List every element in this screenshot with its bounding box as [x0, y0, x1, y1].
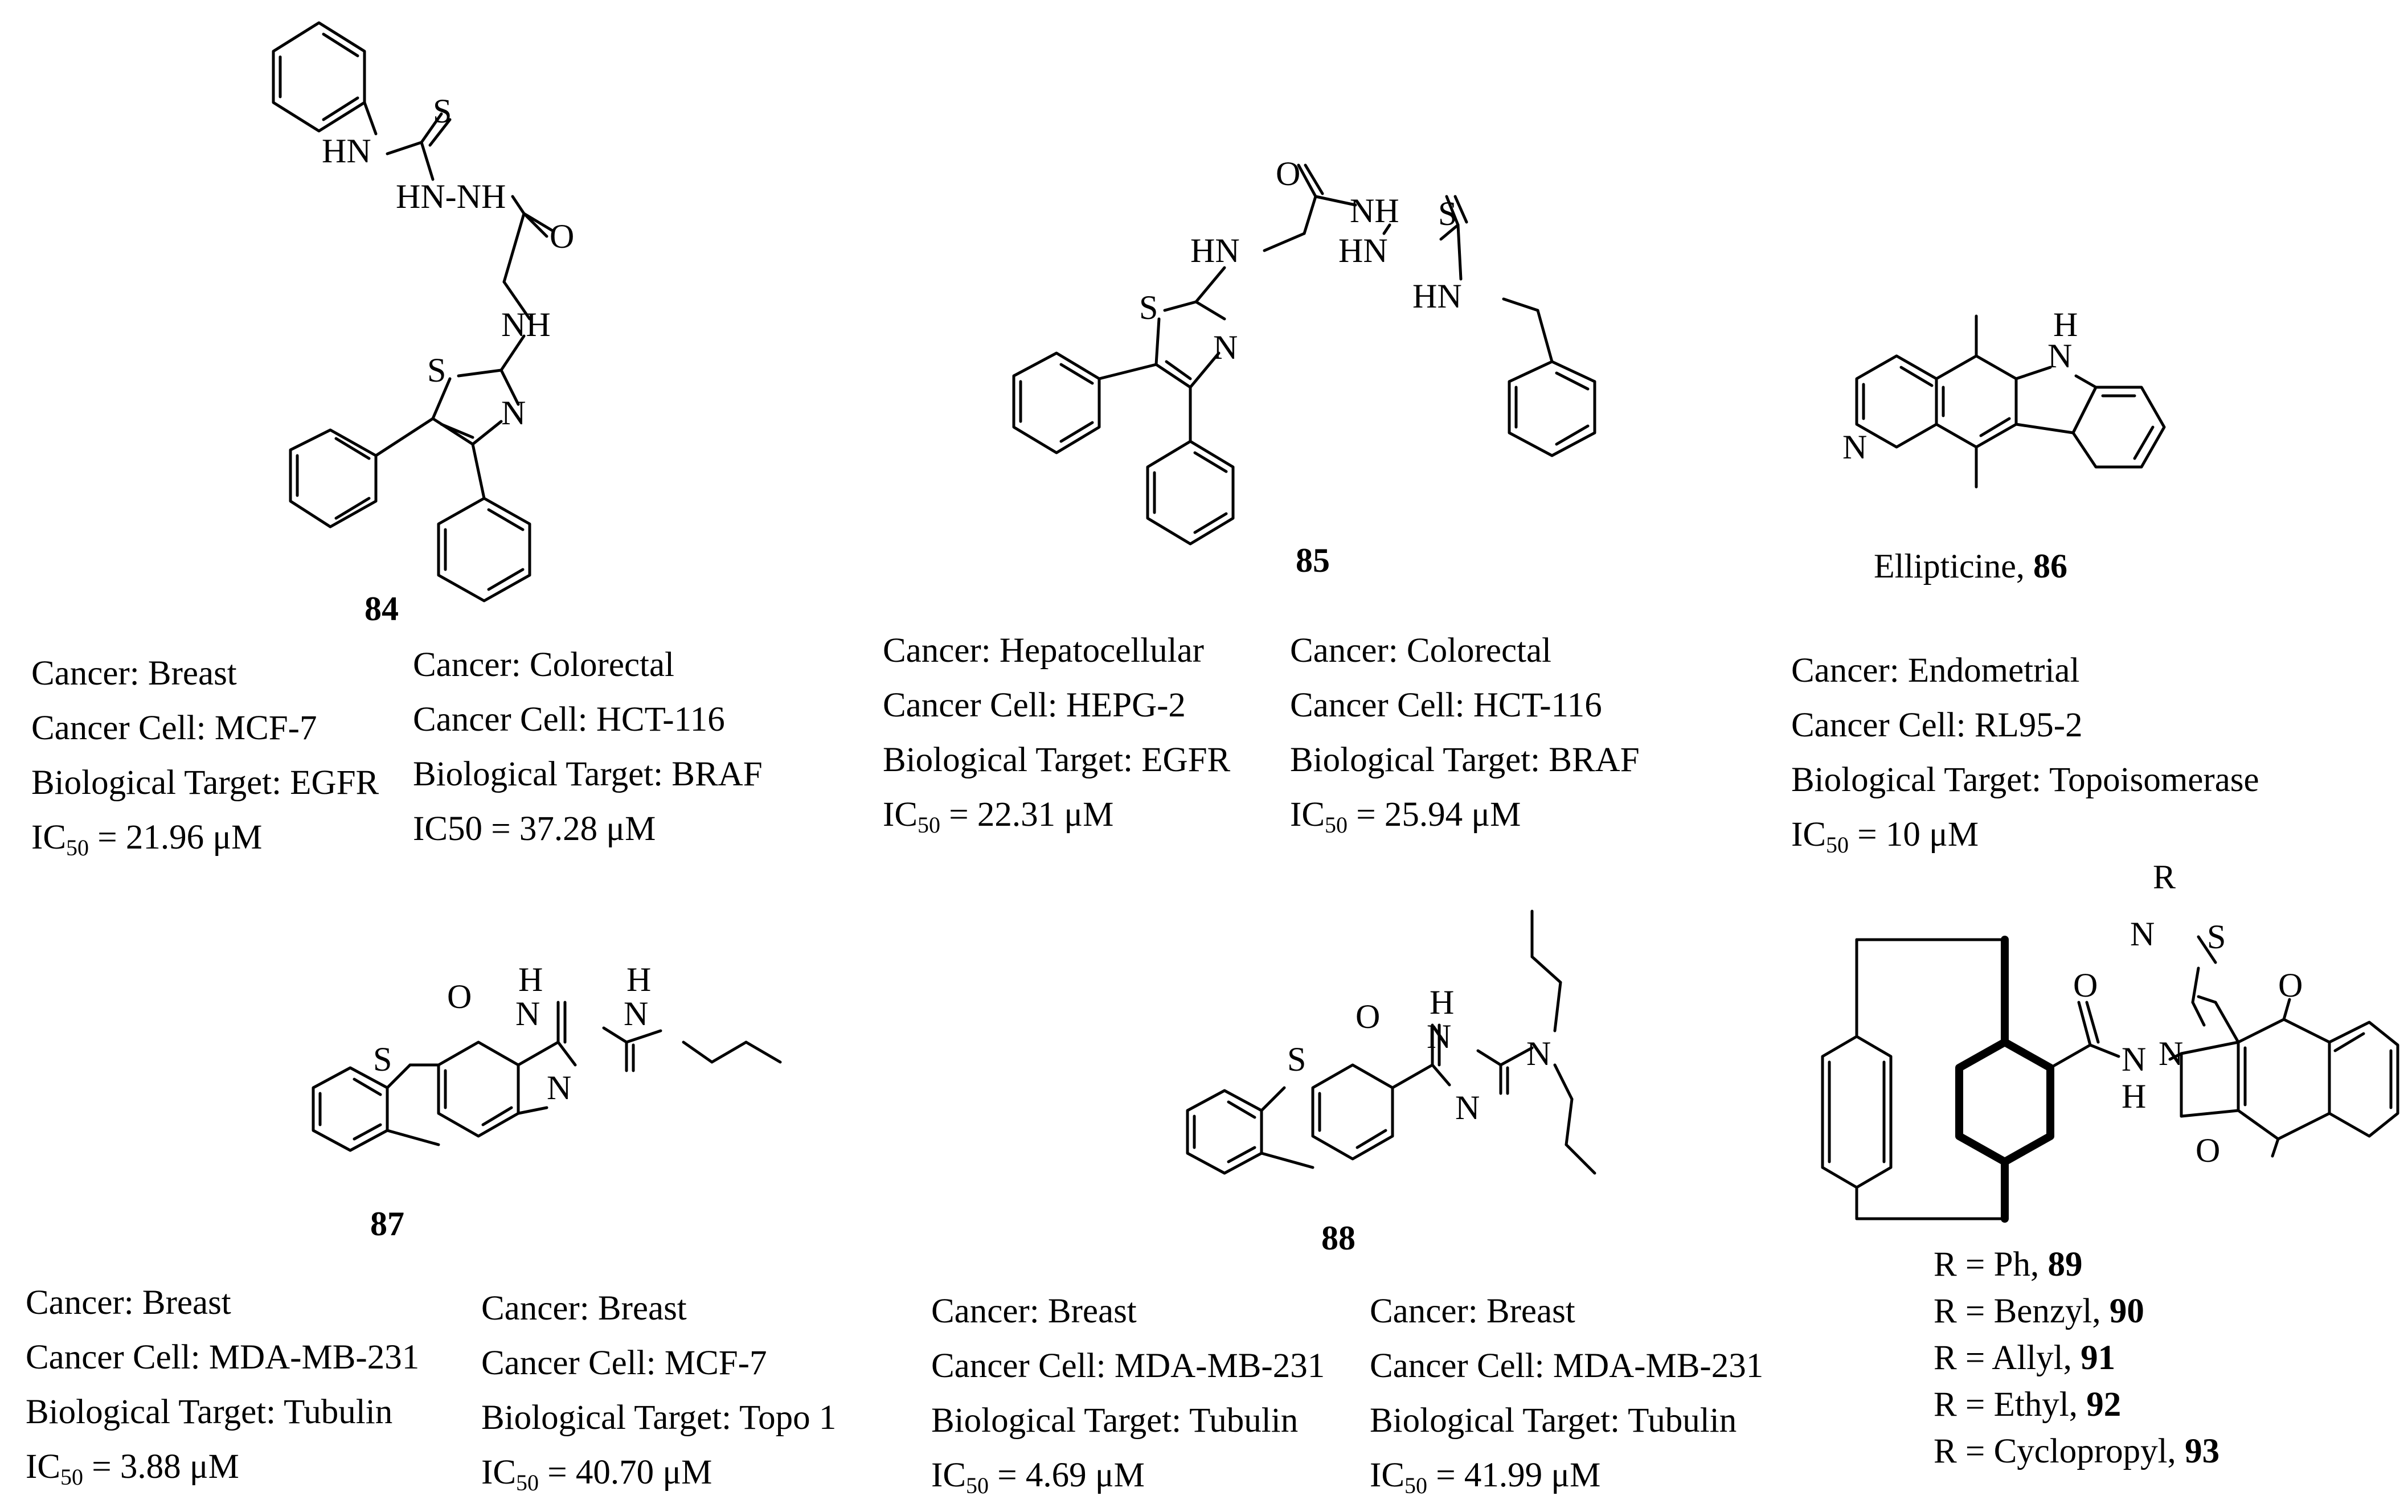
svg-text:O: O [447, 978, 472, 1015]
r-item-93: R = Cyclopropyl, 93 [1934, 1432, 2220, 1470]
svg-text:O: O [2196, 1132, 2220, 1169]
r-item-90: R = Benzyl, 90 [1934, 1292, 2144, 1330]
info-87-mda: Cancer: Breast Cancer Cell: MDA-MB-231 B… [26, 1284, 420, 1490]
label-86: Ellipticine, 86 [1874, 547, 2067, 585]
svg-text:S: S [433, 92, 452, 130]
svg-text:O: O [1355, 998, 1380, 1035]
svg-text:HN: HN [1338, 232, 1388, 269]
svg-text:H: H [2122, 1077, 2146, 1115]
svg-text:H: H [2053, 306, 2078, 343]
svg-text:S: S [1287, 1040, 1306, 1078]
svg-text:NH: NH [501, 306, 551, 343]
svg-text:HN: HN [1412, 277, 1462, 315]
label-88: 88 [1321, 1219, 1355, 1257]
svg-text:S: S [1139, 289, 1158, 326]
svg-text:H: H [518, 961, 543, 998]
svg-text:S: S [373, 1040, 392, 1078]
svg-text:R: R [2153, 858, 2176, 896]
svg-text:N: N [1842, 428, 1867, 466]
svg-text:O: O [2073, 966, 2098, 1004]
svg-text:NH: NH [1350, 192, 1399, 230]
svg-text:S: S [1438, 195, 1457, 232]
svg-text:S: S [2207, 918, 2226, 956]
svg-text:N: N [2122, 1040, 2146, 1078]
info-86-endometrial: Cancer: Endometrial Cancer Cell: RL95-2 … [1791, 651, 2259, 858]
svg-text:O: O [2278, 966, 2303, 1004]
svg-text:N: N [501, 394, 526, 432]
label-84: 84 [365, 590, 399, 628]
svg-text:HN: HN [1190, 232, 1240, 269]
r-group-list: R = Ph, 89 R = Benzyl, 90 R = Allyl, 91 … [1934, 1241, 2219, 1475]
svg-text:HN-NH: HN-NH [396, 178, 506, 215]
r-item-92: R = Ethyl, 92 [1934, 1386, 2122, 1424]
info-84-breast: Cancer: Breast Cancer Cell: MCF-7 Biolog… [31, 654, 379, 861]
svg-text:N: N [1427, 1018, 1451, 1055]
svg-text:N: N [1455, 1089, 1480, 1126]
svg-text:O: O [1276, 155, 1300, 192]
structure-88 [1186, 909, 1596, 1175]
atom-labels: HN S HN-NH O NH S N O NH HN S HN S N HN … [322, 92, 2303, 1169]
structure-84 [272, 21, 554, 603]
info-84-colorectal: Cancer: Colorectal Cancer Cell: HCT-116 … [413, 646, 763, 848]
svg-text:H: H [626, 961, 651, 998]
svg-text:O: O [550, 218, 574, 255]
svg-text:N: N [2130, 915, 2155, 953]
info-85-colorectal: Cancer: Colorectal Cancer Cell: HCT-116 … [1290, 632, 1640, 838]
r-item-89: R = Ph, 89 [1934, 1245, 2083, 1284]
svg-text:H: H [1430, 984, 1454, 1021]
svg-text:N: N [1213, 329, 1238, 366]
svg-text:N: N [2159, 1035, 2183, 1072]
label-87: 87 [370, 1205, 404, 1243]
structure-89-93 [1821, 935, 2399, 1223]
r-item-91: R = Allyl, 91 [1934, 1339, 2116, 1377]
info-85-hepatocellular: Cancer: Hepatocellular Cancer Cell: HEPG… [883, 632, 1231, 838]
info-88-a: Cancer: Breast Cancer Cell: MDA-MB-231 B… [931, 1292, 1325, 1498]
structure-87 [312, 1001, 782, 1152]
info-88-b: Cancer: Breast Cancer Cell: MDA-MB-231 B… [1370, 1292, 1764, 1498]
svg-text:N: N [624, 995, 648, 1032]
svg-text:HN: HN [322, 132, 371, 170]
structure-85 [1012, 163, 1596, 546]
svg-text:S: S [427, 351, 446, 389]
structure-86 [1855, 314, 2166, 489]
svg-text:N: N [515, 995, 540, 1032]
svg-text:N: N [2047, 337, 2072, 375]
label-85: 85 [1296, 542, 1330, 579]
info-87-mcf7: Cancer: Breast Cancer Cell: MCF-7 Biolog… [481, 1289, 837, 1495]
svg-text:N: N [1526, 1035, 1551, 1072]
svg-text:N: N [547, 1069, 571, 1107]
